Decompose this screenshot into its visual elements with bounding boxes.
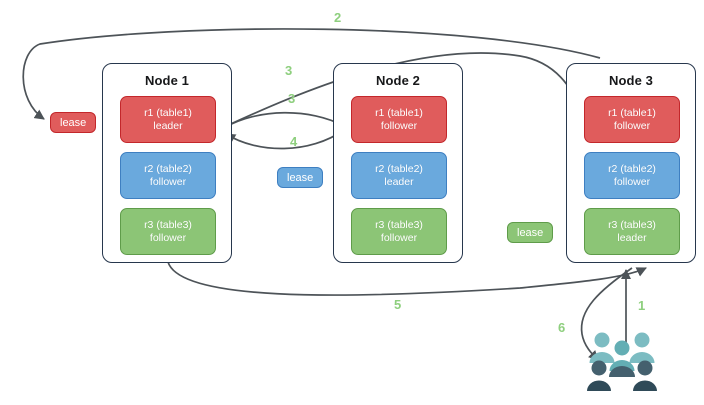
replica-r3-node1[interactable]: r3 (table3) follower xyxy=(120,208,216,255)
replica-name: r2 (table2) xyxy=(608,162,656,175)
replica-role: follower xyxy=(380,231,418,244)
step-label-1: 1 xyxy=(638,298,646,313)
lease-badge-green[interactable]: lease xyxy=(507,222,554,243)
replica-name: r3 (table3) xyxy=(608,218,656,231)
replica-r2-node2[interactable]: r2 (table2) leader xyxy=(351,152,447,199)
replica-r1-node2[interactable]: r1 (table1) follower xyxy=(351,96,447,143)
edge-5-node1-to-node3 xyxy=(167,261,647,296)
replica-role: follower xyxy=(149,231,187,244)
node-container-node3[interactable]: Node 3 r1 (table1) follower r2 (table2) … xyxy=(566,63,696,263)
lease-badge-blue[interactable]: lease xyxy=(277,167,324,188)
users-icon xyxy=(587,332,657,391)
step-label-5: 5 xyxy=(394,297,402,312)
replica-r3-node2[interactable]: r3 (table3) follower xyxy=(351,208,447,255)
lease-badge-red[interactable]: lease xyxy=(50,112,97,133)
replica-r3-node3[interactable]: r3 (table3) leader xyxy=(584,208,680,255)
replica-name: r1 (table1) xyxy=(144,106,192,119)
replica-name: r1 (table1) xyxy=(608,106,656,119)
replica-r2-node1[interactable]: r2 (table2) follower xyxy=(120,152,216,199)
node-container-node2[interactable]: Node 2 r1 (table1) follower r2 (table2) … xyxy=(333,63,463,263)
edge-3-node1-to-node2 xyxy=(223,111,345,129)
replica-role: leader xyxy=(617,231,647,244)
replica-name: r2 (table2) xyxy=(375,162,423,175)
replica-r1-node1[interactable]: r1 (table1) leader xyxy=(120,96,216,143)
replica-name: r1 (table1) xyxy=(375,106,423,119)
replica-role: leader xyxy=(384,175,414,188)
edge-6-node3-to-users xyxy=(580,267,633,361)
replica-name: r2 (table2) xyxy=(144,162,192,175)
node-title: Node 2 xyxy=(376,73,420,88)
node-title: Node 1 xyxy=(145,73,189,88)
node-container-node1[interactable]: Node 1 r1 (table1) leader r2 (table2) fo… xyxy=(102,63,232,263)
step-label-6: 6 xyxy=(558,320,566,335)
replica-role: follower xyxy=(613,175,651,188)
step-label-2: 2 xyxy=(334,10,342,25)
replica-r2-node3[interactable]: r2 (table2) follower xyxy=(584,152,680,199)
replica-r1-node3[interactable]: r1 (table1) follower xyxy=(584,96,680,143)
step-label-3-lower: 3 xyxy=(288,91,296,106)
replica-role: follower xyxy=(149,175,187,188)
replica-role: follower xyxy=(613,119,651,132)
node-title: Node 3 xyxy=(609,73,653,88)
replica-name: r3 (table3) xyxy=(144,218,192,231)
replica-name: r3 (table3) xyxy=(375,218,423,231)
edge-4-node2-to-node1 xyxy=(225,129,345,150)
edge-3-node1-to-node3 xyxy=(221,52,584,129)
step-label-4: 4 xyxy=(290,134,298,149)
step-label-3-upper: 3 xyxy=(285,63,293,78)
edge-2-to-lease-red xyxy=(22,28,601,120)
replica-role: leader xyxy=(153,119,183,132)
replica-role: follower xyxy=(380,119,418,132)
users-group-icon[interactable] xyxy=(586,330,658,392)
